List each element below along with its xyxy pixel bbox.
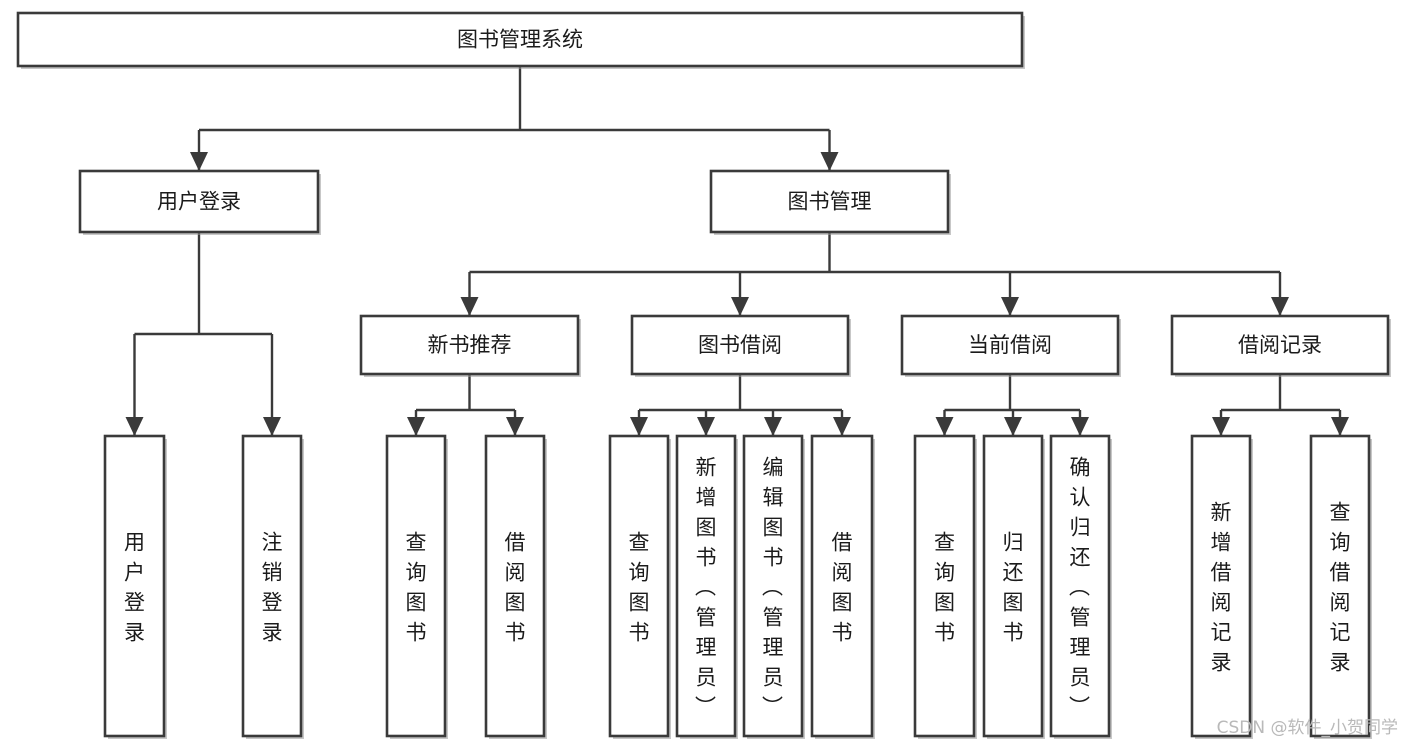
edge-group-borrow-record	[1212, 374, 1349, 436]
node-user-login[interactable]: 用户登录	[78, 169, 321, 235]
node-label: 新增图书（管理员）	[695, 455, 717, 719]
arrow-head-icon	[1331, 417, 1349, 436]
node-label: 用户登录	[124, 530, 145, 644]
arrow-head-icon	[190, 152, 208, 171]
node-leaf-borrow-book-1[interactable]: 借阅图书	[484, 434, 547, 739]
node-leaf-user-login[interactable]: 用户登录	[103, 434, 167, 739]
node-leaf-add-book[interactable]: 新增图书（管理员）	[675, 434, 738, 739]
edge-group-book-borrow	[630, 374, 851, 436]
node-leaf-return-book[interactable]: 归还图书	[982, 434, 1045, 739]
arrow-head-icon	[1071, 417, 1089, 436]
node-leaf-add-borrow-record[interactable]: 新增借阅记录	[1190, 434, 1253, 739]
node-root[interactable]: 图书管理系统	[16, 11, 1025, 69]
edge-group-new-book-recommend	[407, 374, 524, 436]
node-label: 借阅图书	[505, 530, 526, 644]
node-label: 确认归还（管理员）	[1069, 455, 1091, 719]
node-leaf-borrow-book-2[interactable]: 借阅图书	[810, 434, 875, 739]
arrow-head-icon	[630, 417, 648, 436]
node-label: 用户登录	[157, 190, 241, 214]
node-label: 借阅记录	[1238, 333, 1322, 357]
arrow-head-icon	[460, 297, 479, 316]
node-leaf-confirm-return[interactable]: 确认归还（管理员）	[1049, 434, 1112, 739]
arrow-head-icon	[1212, 417, 1230, 436]
arrow-head-icon	[833, 417, 851, 436]
node-label: 借阅图书	[832, 530, 853, 644]
node-leaf-query-book-2[interactable]: 查询图书	[608, 434, 671, 739]
node-current-borrow[interactable]: 当前借阅	[900, 314, 1121, 377]
arrow-head-icon	[1004, 417, 1022, 436]
edge-group-user-login	[125, 232, 281, 436]
node-label: 图书管理	[788, 190, 872, 214]
connector-layer	[125, 66, 1349, 436]
arrow-head-icon	[125, 417, 144, 436]
arrow-head-icon	[731, 297, 749, 316]
node-leaf-query-book-3[interactable]: 查询图书	[913, 434, 977, 739]
node-label: 归还图书	[1003, 530, 1024, 644]
node-label: 注销登录	[262, 530, 283, 644]
node-label: 图书管理系统	[457, 28, 583, 52]
node-book-borrow[interactable]: 图书借阅	[630, 314, 851, 377]
node-layer: 图书管理系统用户登录图书管理新书推荐图书借阅当前借阅借阅记录用户登录注销登录查询…	[16, 11, 1391, 739]
arrow-head-icon	[1001, 297, 1019, 316]
csdn-watermark: CSDN @软件_小贺同学	[1217, 718, 1398, 738]
arrow-head-icon	[697, 417, 715, 436]
arrow-head-icon	[820, 152, 839, 171]
edge-group-book-manage	[460, 232, 1289, 316]
node-leaf-edit-book[interactable]: 编辑图书（管理员）	[742, 434, 805, 739]
arrow-head-icon	[407, 417, 425, 436]
node-label: 新书推荐	[428, 333, 512, 357]
node-borrow-record[interactable]: 借阅记录	[1170, 314, 1391, 377]
node-leaf-user-logout[interactable]: 注销登录	[241, 434, 304, 739]
node-label: 图书借阅	[698, 333, 782, 357]
node-new-book-recommend[interactable]: 新书推荐	[359, 314, 581, 377]
arrow-head-icon	[506, 417, 524, 436]
edge-group-root	[190, 66, 839, 171]
arrow-head-icon	[764, 417, 782, 436]
node-label: 新增借阅记录	[1211, 500, 1232, 674]
node-label: 当前借阅	[968, 333, 1052, 357]
node-book-manage[interactable]: 图书管理	[709, 169, 951, 235]
node-leaf-query-borrow-record[interactable]: 查询借阅记录	[1309, 434, 1372, 739]
arrow-head-icon	[935, 417, 954, 436]
node-label: 查询借阅记录	[1330, 500, 1351, 674]
arrow-head-icon	[263, 417, 281, 436]
node-label: 编辑图书（管理员）	[762, 455, 784, 719]
node-label: 查询图书	[406, 530, 427, 644]
node-label: 查询图书	[629, 530, 650, 644]
node-leaf-query-book-1[interactable]: 查询图书	[385, 434, 448, 739]
edge-group-current-borrow	[935, 374, 1089, 436]
arrow-head-icon	[1271, 297, 1289, 316]
node-label: 查询图书	[934, 530, 955, 644]
